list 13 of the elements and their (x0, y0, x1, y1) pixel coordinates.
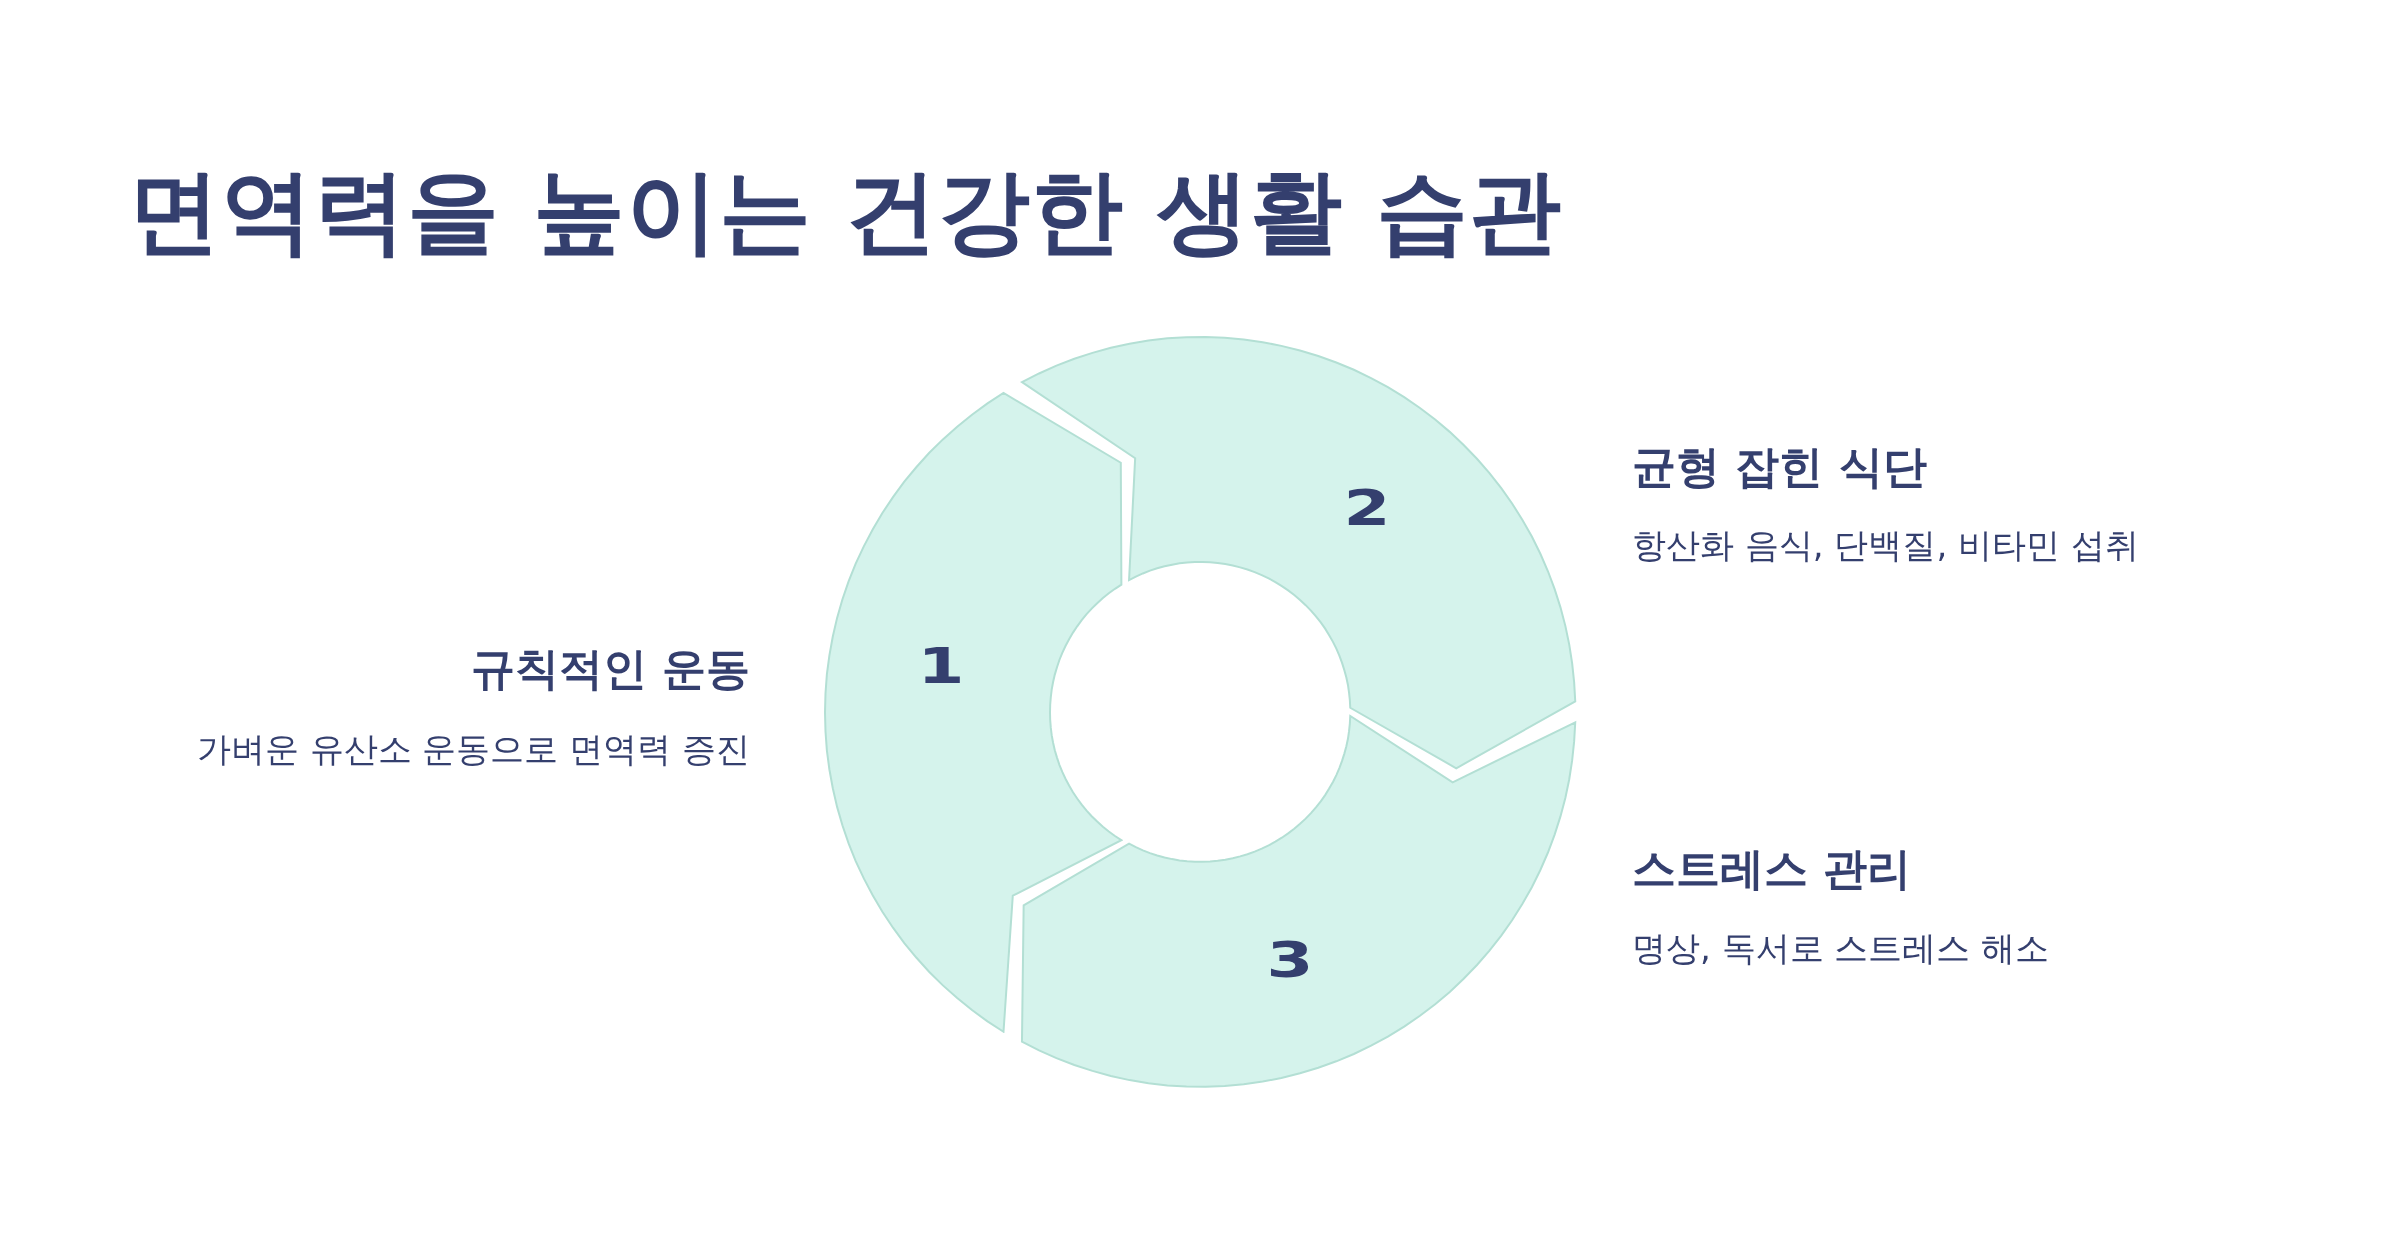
step-heading: 규칙적인 운동 (470, 641, 750, 696)
ring-segment (1019, 714, 1577, 1089)
ring-segment (823, 390, 1124, 1034)
step-heading: 스트레스 관리 (1632, 841, 1912, 896)
step-description: 항산화 음식, 단백질, 비타민 섭취 (1632, 524, 2139, 567)
step-description: 명상, 독서로 스트레스 해소 (1632, 927, 2050, 970)
ring-segment (1019, 335, 1577, 771)
step-number: 1 (917, 637, 965, 695)
step-heading: 균형 잡힌 식단 (1632, 439, 1927, 494)
step-description: 가벼운 유산소 운동으로 면역력 증진 (196, 728, 750, 771)
step-number: 3 (1266, 931, 1314, 989)
title: 면역력을 높이는 건강한 생활 습관 (128, 157, 1563, 267)
step-number: 2 (1343, 479, 1391, 537)
